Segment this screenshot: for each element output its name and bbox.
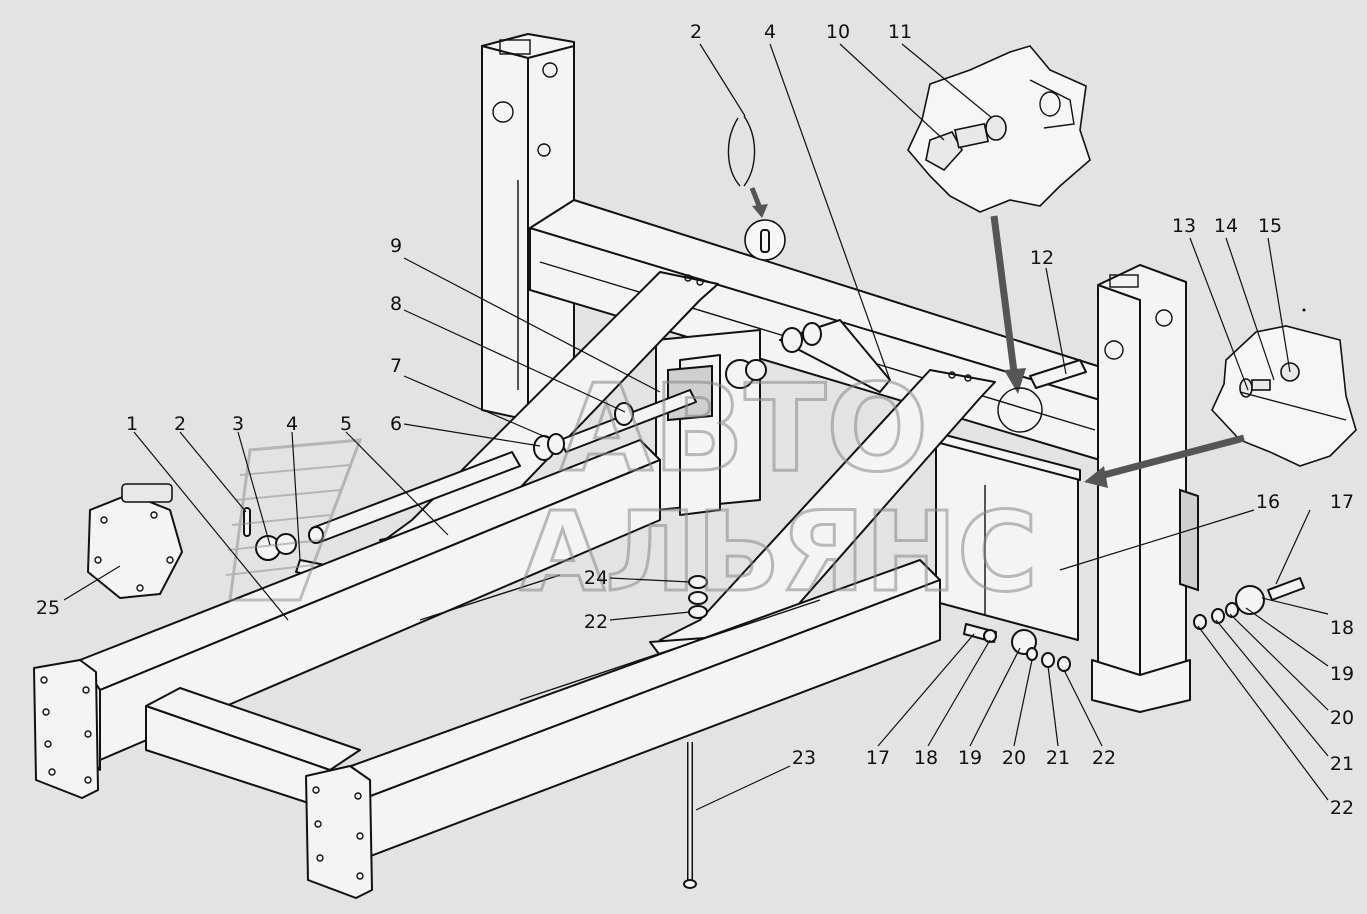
callout-16: 16 <box>1256 491 1280 513</box>
callout-10: 10 <box>826 21 850 43</box>
stray-dot <box>1302 308 1306 312</box>
callout-22-bottom: 22 <box>1092 747 1116 769</box>
arrow-from-bubble-10 <box>990 215 1026 394</box>
cotter-pin-2-left <box>243 507 251 537</box>
watermark-line2: АЛЬЯНС <box>520 488 1038 616</box>
long-bolt-23 <box>683 742 697 889</box>
callout-2-left: 2 <box>174 413 186 435</box>
callout-12: 12 <box>1030 247 1054 269</box>
leader-lines <box>63 43 1329 811</box>
callout-1: 1 <box>126 413 138 435</box>
callout-labels: 2 4 10 11 9 8 7 6 5 4 3 2 1 25 24 22 23 … <box>36 21 1354 819</box>
right-end-cap <box>305 765 373 899</box>
callout-13: 13 <box>1172 215 1196 237</box>
callout-17-bottom: 17 <box>866 747 890 769</box>
lower-frame-rails <box>79 439 941 861</box>
callout-2-top: 2 <box>690 21 702 43</box>
watermark-logo <box>225 438 363 602</box>
detail-bubble-13-15 <box>1211 325 1357 467</box>
callout-11: 11 <box>888 21 912 43</box>
arrow-from-bubble-13 <box>1084 434 1245 488</box>
watermark: АВТО АЛЬЯНС <box>225 359 1039 618</box>
side-plate-16 <box>925 429 1199 641</box>
callout-7: 7 <box>390 355 402 377</box>
callout-14: 14 <box>1214 215 1238 237</box>
detail-ref-circle <box>997 387 1043 433</box>
hinge-pin-upper <box>779 319 1087 393</box>
callout-23: 23 <box>792 747 816 769</box>
detail-bubble-10-11 <box>907 45 1091 213</box>
bolt-set-bottom <box>963 623 1071 672</box>
plate-25 <box>87 483 183 599</box>
callout-3: 3 <box>232 413 244 435</box>
bolt-set-right <box>1193 577 1305 630</box>
callout-19-right: 19 <box>1330 663 1354 685</box>
pin-with-bushings <box>533 359 767 461</box>
arrow-pin-top <box>749 187 768 218</box>
callout-20-right: 20 <box>1330 707 1354 729</box>
callout-22-right: 22 <box>1330 797 1354 819</box>
callout-20-bottom: 20 <box>1002 747 1026 769</box>
callout-18-bottom: 18 <box>914 747 938 769</box>
callout-4-left: 4 <box>286 413 298 435</box>
callout-19-bottom: 19 <box>958 747 982 769</box>
callout-22-center: 22 <box>584 611 608 633</box>
callout-25: 25 <box>36 597 60 619</box>
callout-18-right: 18 <box>1330 617 1354 639</box>
right-upright-post <box>1091 264 1191 713</box>
callout-15: 15 <box>1258 215 1282 237</box>
cotter-pin-2-top <box>727 115 756 187</box>
callout-8: 8 <box>390 293 402 315</box>
callout-4-top: 4 <box>764 21 776 43</box>
callout-24: 24 <box>584 567 608 589</box>
callout-5: 5 <box>340 413 352 435</box>
pin-detail-circle <box>744 219 786 261</box>
callout-6: 6 <box>390 413 402 435</box>
watermark-line1: АВТО <box>560 360 928 499</box>
callout-21-bottom: 21 <box>1046 747 1070 769</box>
callout-17-right: 17 <box>1330 491 1354 513</box>
left-end-cap <box>33 659 99 799</box>
washer-stack-24-22 <box>688 575 708 619</box>
callout-21-right: 21 <box>1330 753 1354 775</box>
callout-9: 9 <box>390 235 402 257</box>
